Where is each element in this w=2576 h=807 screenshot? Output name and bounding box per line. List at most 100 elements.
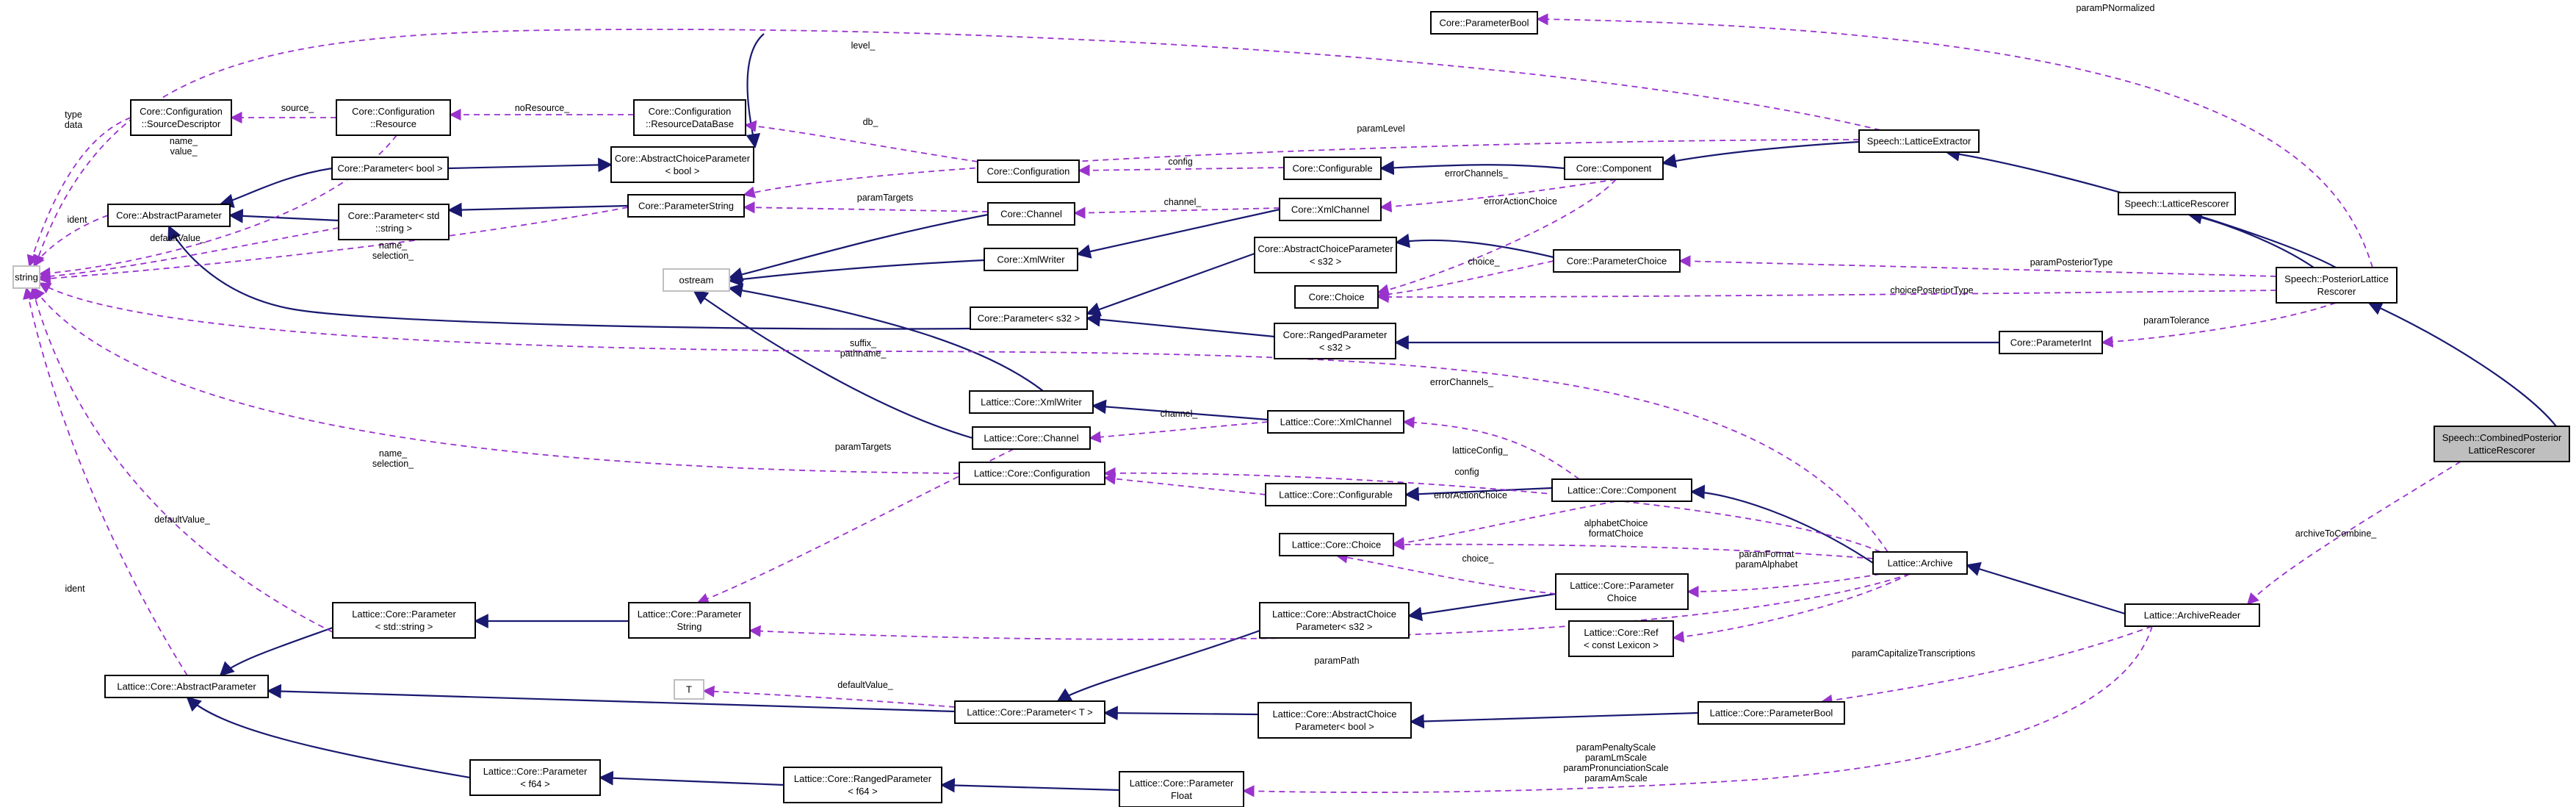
node-label: Speech::CombinedPosterior <box>2442 432 2562 443</box>
node-lattice-configuration[interactable]: Lattice::Core::Configuration <box>959 462 1105 485</box>
node-speech-lattice-rescorer[interactable]: Speech::LatticeRescorer <box>2118 192 2236 215</box>
node-core-xml-channel[interactable]: Core::XmlChannel <box>1279 198 1382 221</box>
inheritance-edge <box>447 202 629 218</box>
node-core-parameter-bool-top[interactable]: Core::ParameterBool <box>1430 11 1538 35</box>
node-label: Core::Configuration <box>140 106 223 117</box>
edge-layer <box>23 13 2557 797</box>
node-box <box>1267 410 1404 434</box>
inheritance-edge <box>1086 312 1275 338</box>
node-lattice-xml-channel[interactable]: Lattice::Core::XmlChannel <box>1267 410 1404 434</box>
node-core-abstract-parameter[interactable]: Core::AbstractParameter <box>107 204 231 227</box>
node-core-resource[interactable]: Core::Configuration::Resource <box>336 99 451 136</box>
node-lattice-parameter-string[interactable]: Lattice::Core::ParameterString <box>628 602 751 639</box>
node-label: Lattice::Core::RangedParameter <box>794 773 932 784</box>
node-box <box>1283 157 1382 180</box>
node-core-source-descriptor[interactable]: Core::Configuration::SourceDescriptor <box>130 99 232 136</box>
node-lattice-abstract-choice-s32[interactable]: Lattice::Core::AbstractChoiceParameter< … <box>1259 602 1410 639</box>
node-core-xml-writer[interactable]: Core::XmlWriter <box>984 248 1078 271</box>
node-lattice-archive-reader[interactable]: Lattice::ArchiveReader <box>2124 603 2260 627</box>
node-core-ranged-param-s32[interactable]: Core::RangedParameter< s32 > <box>1274 323 1396 359</box>
node-lattice-parameter-bool[interactable]: Lattice::Core::ParameterBool <box>1698 701 1845 725</box>
node-label: < f64 > <box>520 778 549 789</box>
node-core-configurable[interactable]: Core::Configurable <box>1283 157 1382 180</box>
edge-label: paramPosteriorType <box>2030 257 2113 268</box>
node-core-parameter-choice[interactable]: Core::ParameterChoice <box>1553 249 1681 273</box>
inheritance-edge <box>728 283 1044 392</box>
usage-edge <box>38 134 397 279</box>
node-label: Core::Parameter< bool > <box>337 163 442 174</box>
edge-label: paramAmScale <box>1584 773 1647 783</box>
edge-label: choice_ <box>1462 553 1494 564</box>
node-label: Core::Parameter< s32 > <box>978 313 1080 324</box>
node-core-parameter-int[interactable]: Core::ParameterInt <box>1999 331 2103 354</box>
node-core-configuration[interactable]: Core::Configuration <box>977 159 1080 183</box>
inheritance-edge <box>1395 233 1554 259</box>
edge-label: channel_ <box>1164 197 1202 207</box>
node-string[interactable]: string <box>12 265 40 289</box>
node-label: Lattice::Core::XmlWriter <box>981 397 1082 408</box>
node-core-resource-database[interactable]: Core::Configuration::ResourceDataBase <box>633 99 746 136</box>
node-speech-lattice-extractor[interactable]: Speech::LatticeExtractor <box>1858 129 1980 153</box>
inheritance-edge <box>1086 252 1255 317</box>
node-lattice-abstract-parameter[interactable]: Lattice::Core::AbstractParameter <box>104 675 269 698</box>
edge-label: ident <box>65 584 85 594</box>
edge-label: formatChoice <box>1589 528 1643 539</box>
usage-edge <box>33 215 109 268</box>
node-lattice-parameter-choice[interactable]: Lattice::Core::ParameterChoice <box>1555 573 1689 610</box>
node-lattice-channel[interactable]: Lattice::Core::Channel <box>972 426 1091 450</box>
node-box <box>984 248 1078 271</box>
node-lattice-abstract-choice-bool[interactable]: Lattice::Core::AbstractChoiceParameter< … <box>1258 702 1412 739</box>
node-core-param-s32[interactable]: Core::Parameter< s32 > <box>970 306 1088 330</box>
node-lattice-choice[interactable]: Lattice::Core::Choice <box>1279 533 1394 556</box>
node-core-channel[interactable]: Core::Channel <box>987 202 1075 226</box>
usage-edge <box>1377 290 2277 304</box>
inheritance-edge <box>1404 487 1553 502</box>
node-lattice-param-std-string[interactable]: Lattice::Core::Parameter< std::string > <box>332 602 476 639</box>
node-label: ::ResourceDataBase <box>646 118 734 129</box>
edge-label: value_ <box>170 146 198 157</box>
usage-edge <box>29 287 333 633</box>
node-core-choice[interactable]: Core::Choice <box>1294 285 1379 309</box>
node-ostream[interactable]: ostream <box>663 268 730 292</box>
node-core-param-std-string[interactable]: Core::Parameter< std::string > <box>338 204 450 240</box>
usage-edge <box>33 29 1881 268</box>
node-box <box>627 194 745 218</box>
inheritance-edge <box>1092 399 1269 421</box>
node-box <box>663 268 730 292</box>
node-core-component[interactable]: Core::Component <box>1564 157 1664 180</box>
node-core-abstract-choice-s32[interactable]: Core::AbstractChoiceParameter< s32 > <box>1254 237 1397 273</box>
edge-label: data <box>65 120 82 130</box>
node-lattice-xml-writer[interactable]: Lattice::Core::XmlWriter <box>969 390 1094 414</box>
usage-edge <box>743 201 989 214</box>
node-lattice-ranged-param-f64[interactable]: Lattice::Core::RangedParameter< f64 > <box>783 767 942 803</box>
node-box <box>674 679 704 700</box>
node-lattice-archive[interactable]: Lattice::Archive <box>1872 551 1968 575</box>
node-core-param-bool[interactable]: Core::Parameter< bool > <box>331 157 449 180</box>
usage-edge <box>1089 421 1269 443</box>
node-box <box>1259 602 1410 639</box>
node-box <box>969 390 1094 414</box>
edge-label: source_ <box>281 103 315 113</box>
node-label: Lattice::Core::Parameter< T > <box>967 707 1093 718</box>
node-box <box>338 204 450 240</box>
node-label: Core::XmlChannel <box>1291 204 1369 215</box>
node-lattice-configurable[interactable]: Lattice::Core::Configurable <box>1265 483 1407 506</box>
usage-edge <box>2101 302 2337 348</box>
node-core-abstract-choice-bool[interactable]: Core::AbstractChoiceParameter< bool > <box>610 146 754 183</box>
node-box <box>1430 11 1538 35</box>
usage-edge <box>1103 467 1881 553</box>
node-label: Core::Component <box>1576 163 1652 174</box>
node-lattice-param-T[interactable]: Lattice::Core::Parameter< T > <box>954 700 1105 724</box>
node-lattice-ref-lexicon[interactable]: Lattice::Core::Ref< const Lexicon > <box>1568 620 1674 657</box>
node-lattice-param-f64[interactable]: Lattice::Core::Parameter< f64 > <box>469 759 601 796</box>
node-T[interactable]: T <box>674 679 704 700</box>
node-lattice-component[interactable]: Lattice::Core::Component <box>1551 478 1692 502</box>
node-label: Lattice::Core::ParameterBool <box>1710 708 1833 719</box>
node-box <box>332 602 476 639</box>
node-core-parameter-string[interactable]: Core::ParameterString <box>627 194 745 218</box>
node-box <box>1258 702 1412 739</box>
node-label: Core::Configuration <box>352 106 435 117</box>
